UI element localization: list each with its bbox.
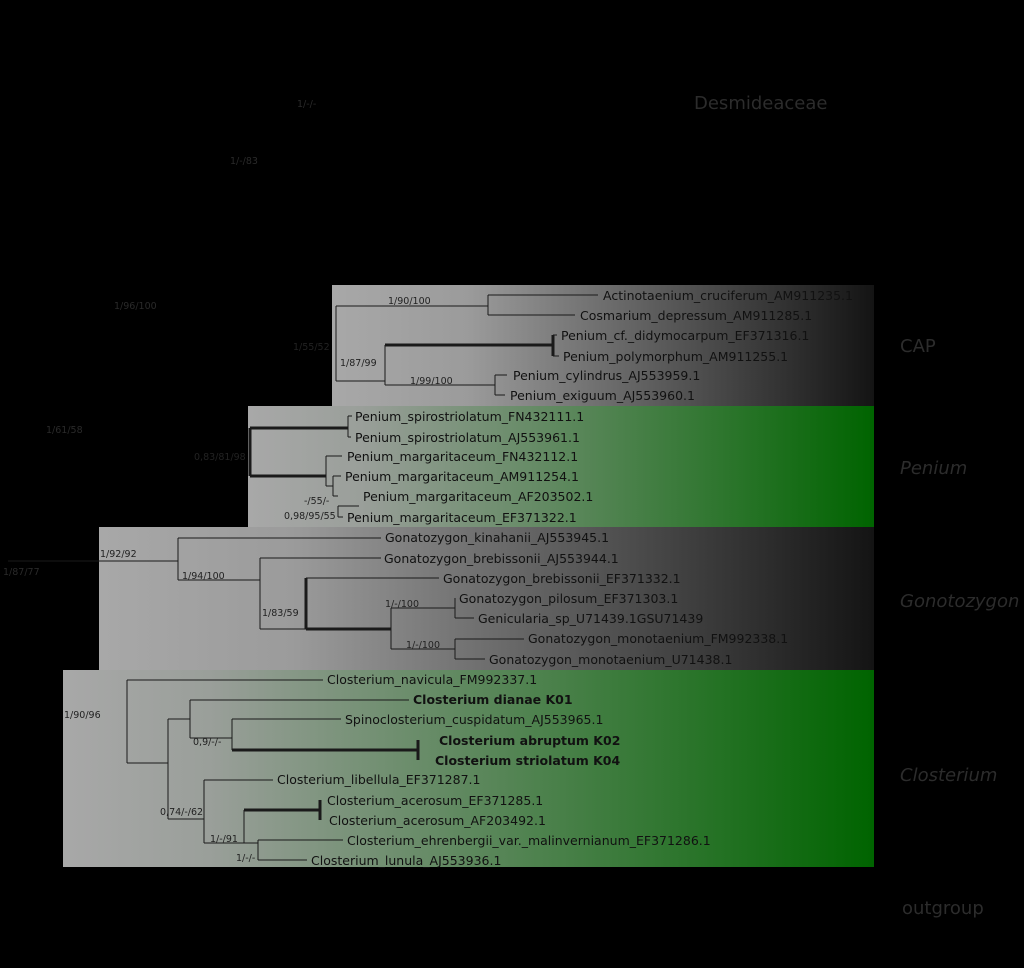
leaf-label: Genicularia_sp_U71439.1GSU71439 xyxy=(478,611,703,626)
leaf-label: Gonatozygon_brebissonii_EF371332.1 xyxy=(443,571,681,586)
support-value: 1/96/100 xyxy=(114,301,157,312)
leaf-label: Actinotaenium_cruciferum_AM911235.1 xyxy=(603,288,853,303)
leaf-label: Closterium dianae K01 xyxy=(413,692,573,707)
support-value: 1/-/83 xyxy=(230,156,258,167)
support-value: 1/99/100 xyxy=(410,376,453,387)
clade-label-gonatozygon: Gonotozygon xyxy=(900,591,1019,612)
leaf-label: Gonatozygon_pilosum_EF371303.1 xyxy=(459,591,678,606)
clade-label-closterium: Closterium xyxy=(900,765,997,786)
leaf-label: Closterium striolatum K04 xyxy=(435,753,620,768)
clade-label-outgroup: outgroup xyxy=(902,898,984,919)
leaf-label: Closterium_libellula_EF371287.1 xyxy=(277,772,480,787)
clade-labels: Desmideaceae CAP Penium Gonotozygon Clos… xyxy=(694,93,1019,919)
leaf-label: Gonatozygon_kinahanii_AJ553945.1 xyxy=(385,530,609,545)
clade-label-cap: CAP xyxy=(900,336,936,357)
gonatozygon-clade-panel xyxy=(99,527,874,670)
leaf-label: Closterium abruptum K02 xyxy=(439,733,620,748)
support-value: -/55/- xyxy=(304,496,329,507)
support-value: 1/94/100 xyxy=(182,571,225,582)
support-value: 1/87/99 xyxy=(340,358,377,369)
leaf-label: Penium_cf._didymocarpum_EF371316.1 xyxy=(561,328,809,343)
leaf-label: Spinoclosterium_cuspidatum_AJ553965.1 xyxy=(345,712,603,727)
support-value: 1/83/59 xyxy=(262,608,299,619)
leaf-label: Penium_margaritaceum_EF371322.1 xyxy=(347,510,577,525)
support-value: 1/55/52 xyxy=(293,342,330,353)
clade-label-desmideaceae: Desmideaceae xyxy=(694,93,827,114)
leaf-label: Gonatozygon_monotaenium_U71438.1 xyxy=(489,652,732,667)
support-value: 1/-/100 xyxy=(406,640,440,651)
leaf-label: Penium_exiguum_AJ553960.1 xyxy=(510,388,695,403)
support-value: 1/87/77 xyxy=(3,567,40,578)
leaf-label: Gonatozygon_monotaenium_FM992338.1 xyxy=(528,631,788,646)
support-values: 1/-/- 1/-/83 1/96/100 1/61/58 1/87/77 1/… xyxy=(3,99,453,864)
leaf-label: Cosmarium_depressum_AM911285.1 xyxy=(580,308,812,323)
clade-label-penium: Penium xyxy=(900,458,967,479)
leaf-label: Penium_margaritaceum_AF203502.1 xyxy=(363,489,593,504)
support-value: 1/90/96 xyxy=(64,710,101,721)
leaf-label: Penium_spirostriolatum_FN432111.1 xyxy=(355,409,584,424)
leaf-label: Penium_margaritaceum_AM911254.1 xyxy=(345,469,579,484)
support-value: 1/-/91 xyxy=(210,834,238,845)
leaf-label: Penium_cylindrus_AJ553959.1 xyxy=(513,368,700,383)
penium-clade-panel xyxy=(248,406,874,527)
leaf-label: Penium_margaritaceum_FN432112.1 xyxy=(347,449,578,464)
leaf-label: Penium_polymorphum_AM911255.1 xyxy=(563,349,788,364)
leaf-labels: Actinotaenium_cruciferum_AM911235.1 Cosm… xyxy=(277,288,853,868)
support-value: 0,74/-/62 xyxy=(160,807,203,818)
leaf-label: Closterium_lunula_AJ553936.1 xyxy=(311,853,501,868)
support-value: 1/90/100 xyxy=(388,296,431,307)
tree-branches xyxy=(8,294,598,861)
support-value: 1/-/- xyxy=(236,853,255,864)
leaf-label: Penium_spirostriolatum_AJ553961.1 xyxy=(355,430,580,445)
support-value: 1/61/58 xyxy=(46,425,83,436)
leaf-label: Closterium_navicula_FM992337.1 xyxy=(327,672,537,687)
support-value: 0,9/-/- xyxy=(193,737,221,748)
leaf-label: Closterium_ehrenbergii_var._malinvernian… xyxy=(347,833,711,848)
closterium-clade-panel xyxy=(63,670,874,867)
support-value: 0,98/95/55 xyxy=(284,511,336,522)
support-value: 1/92/92 xyxy=(100,549,137,560)
support-value: 1/-/100 xyxy=(385,599,419,610)
support-value: 1/-/- xyxy=(297,99,316,110)
leaf-label: Closterium_acerosum_AF203492.1 xyxy=(329,813,546,828)
support-value: 0,83/81/98 xyxy=(194,452,246,463)
leaf-label: Gonatozygon_brebissonii_AJ553944.1 xyxy=(384,551,619,566)
leaf-label: Closterium_acerosum_EF371285.1 xyxy=(327,793,543,808)
